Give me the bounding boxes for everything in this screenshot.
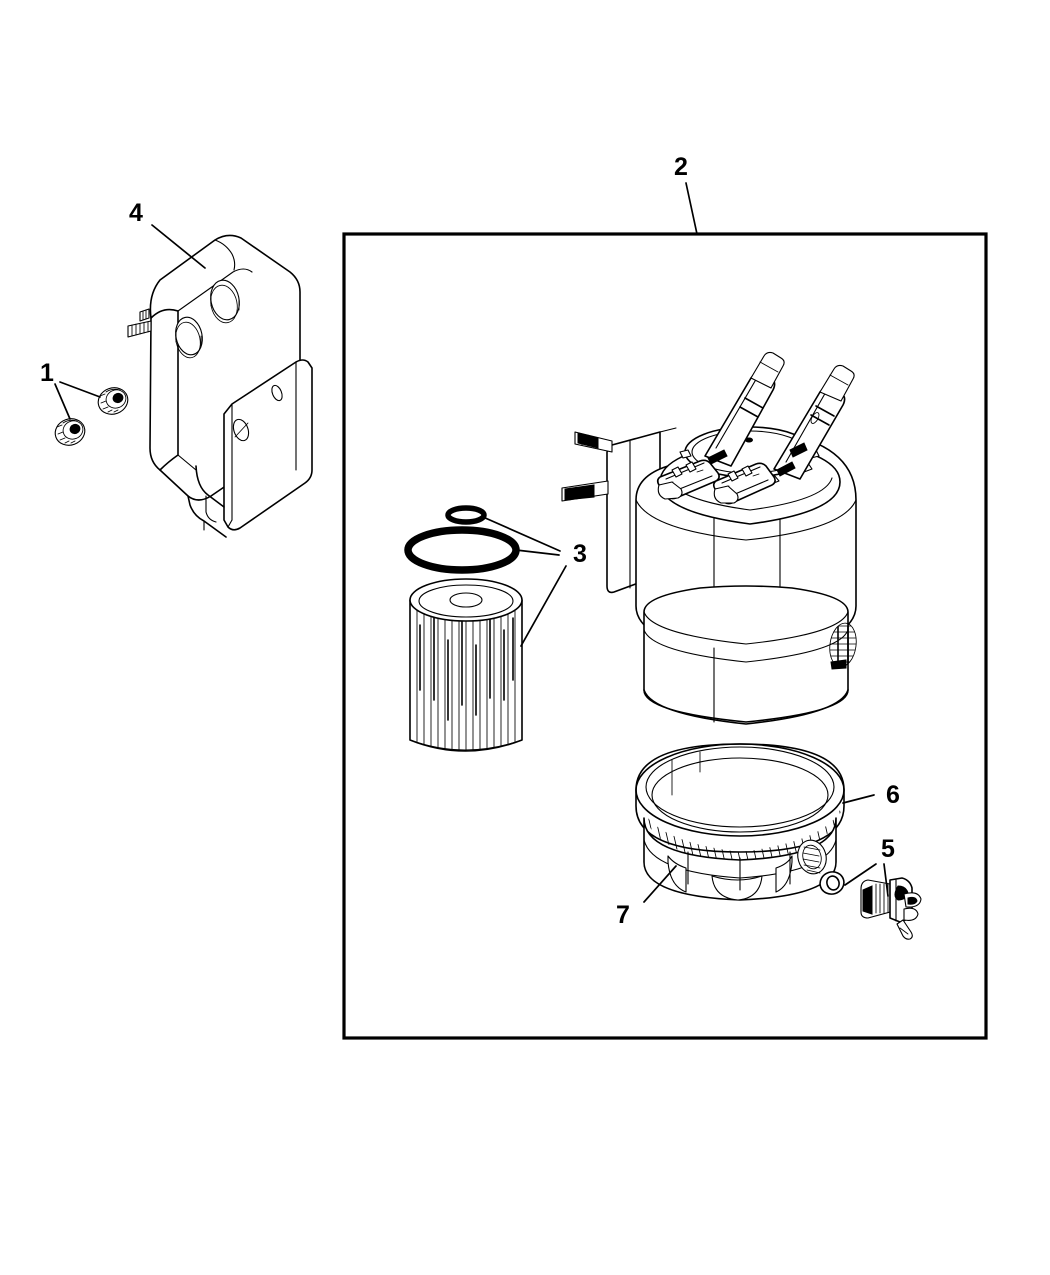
small-o-ring [445, 505, 487, 525]
electrical-connector-right [712, 462, 776, 505]
bracket-stud-upper [139, 308, 150, 322]
callout-1-leaders [54, 381, 101, 420]
flange-nut-upper [97, 387, 129, 415]
bracket-stud-lower [127, 320, 152, 338]
filter-pleats [416, 600, 516, 750]
mounting-bracket-part [127, 234, 313, 538]
housing-band-grip [828, 622, 859, 670]
callout-3-leaders [482, 516, 567, 647]
fuel-line-right [773, 364, 855, 480]
assembly-boundary-box [342, 232, 988, 1040]
callout-6-label: 6 [886, 781, 900, 809]
callout-4-label: 4 [129, 199, 143, 227]
filter-element [409, 578, 523, 752]
electrical-connector-left [656, 459, 720, 500]
callout-2-leader [685, 182, 698, 235]
callout-4-leader [151, 224, 206, 269]
flange-nut-lower [54, 418, 86, 446]
housing-stud-upper [574, 431, 613, 453]
bowl-drain-boss [797, 839, 827, 875]
fuel-filter-housing [561, 351, 859, 725]
drain-valve-o-ring [819, 871, 845, 895]
callout-3-label: 3 [573, 540, 587, 568]
housing-stud-lower [561, 480, 609, 502]
callout-7-leader [643, 865, 677, 903]
callout-5-leaders [844, 863, 889, 897]
callout-5-label: 5 [881, 835, 895, 863]
callout-6-leader [842, 794, 875, 804]
callout-7-label: 7 [616, 901, 630, 929]
drain-valve [860, 877, 922, 940]
callout-2-label: 2 [674, 153, 688, 181]
fuel-line-left [704, 351, 785, 467]
callout-1-label: 1 [40, 359, 54, 387]
separator-bowl-with-ring [635, 743, 845, 901]
